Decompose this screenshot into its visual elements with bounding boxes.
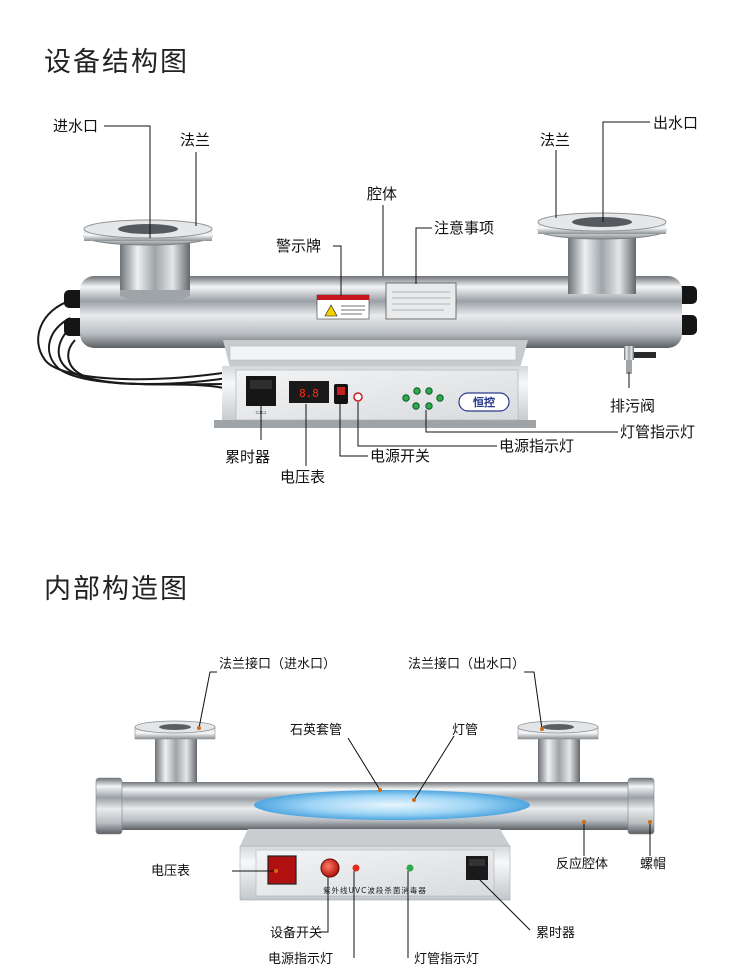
- lamp-indicator-lights: [402, 387, 444, 410]
- voltmeter-2: [267, 855, 297, 885]
- label-timer: 累时器: [225, 448, 270, 466]
- uv-lamp: [254, 790, 530, 820]
- label-flange-outlet: 法兰接口（出水口）: [408, 656, 525, 672]
- nut-cap-left: [95, 777, 123, 835]
- label-notice: 注意事项: [434, 219, 494, 237]
- label-lamp-indicator: 灯管指示灯: [620, 423, 695, 441]
- warning-triangle-icon: [324, 304, 338, 317]
- leader-dots-2: [197, 726, 652, 873]
- power-cables: [37, 299, 231, 389]
- label-voltmeter: 电压表: [280, 468, 325, 486]
- label-reactor-body: 反应腔体: [556, 856, 608, 872]
- section1-title: 设备结构图: [44, 47, 189, 78]
- power-indicator-2: [352, 864, 360, 872]
- control-box-2-top: [240, 829, 510, 846]
- label-power-indicator: 电源指示灯: [499, 437, 574, 455]
- drain-valve: [624, 346, 634, 360]
- label-flange-right: 法兰: [540, 131, 570, 149]
- internal-diagram: 紫外线UVC波段杀菌消毒器 法兰接口（进水口） 法兰接口（: [95, 656, 666, 967]
- label-power-indicator-2: 电源指示灯: [268, 952, 333, 967]
- label-power-switch: 电源开关: [370, 447, 430, 465]
- label-voltmeter-2: 电压表: [151, 864, 190, 879]
- notice-plate: [385, 282, 457, 320]
- lamp-indicator-2: [406, 864, 414, 872]
- section2-title: 内部构造图: [44, 574, 189, 605]
- label-inlet: 进水口: [53, 117, 98, 135]
- label-lamp: 灯管: [452, 723, 478, 738]
- label-nut-cap: 螺帽: [640, 856, 666, 872]
- power-indicator-light: [353, 392, 363, 402]
- label-cavity: 腔体: [367, 185, 397, 203]
- leader-lines-1: [104, 121, 650, 466]
- leader-lines-2: [198, 671, 651, 958]
- label-quartz-sleeve: 石英套管: [290, 722, 342, 738]
- inlet-pipe-2: [155, 738, 197, 784]
- label-device-switch: 设备开关: [270, 925, 322, 941]
- label-lamp-indicator-2: 灯管指示灯: [414, 952, 479, 967]
- label-drain-valve: 排污阀: [610, 397, 655, 415]
- device-switch[interactable]: [320, 858, 340, 878]
- voltmeter-display: [289, 381, 329, 403]
- label-flange-inlet: 法兰接口（进水口）: [219, 656, 336, 672]
- structure-diagram: ▭▭ 8.8 恒控: [37, 114, 698, 486]
- label-flange-left: 法兰: [180, 131, 210, 149]
- label-timer-2: 累时器: [536, 926, 575, 941]
- svg-text:8.8: 8.8: [299, 387, 319, 400]
- label-warning-sign: 警示牌: [276, 237, 321, 255]
- panel-text: 紫外线UVC波段杀菌消毒器: [323, 885, 427, 895]
- brand-badge: [458, 392, 510, 412]
- nut-cap-right: [627, 777, 655, 835]
- label-outlet: 出水口: [653, 114, 698, 132]
- outlet-pipe: [568, 232, 636, 294]
- outlet-pipe-2: [538, 738, 580, 784]
- brand-name: 恒控: [473, 395, 495, 409]
- reactor-cylinder: [80, 276, 682, 348]
- inlet-pipe: [120, 238, 190, 296]
